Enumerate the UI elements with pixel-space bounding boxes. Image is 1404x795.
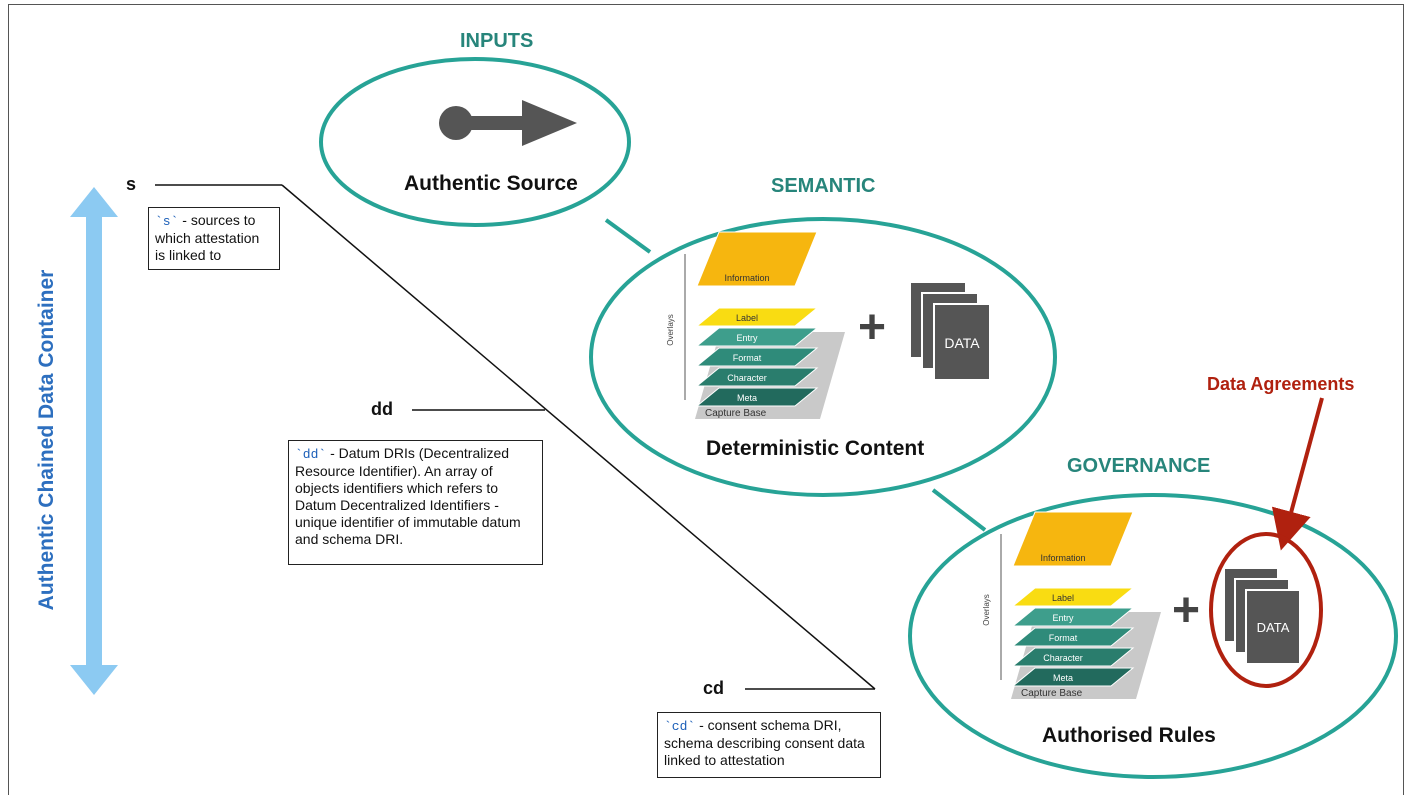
note-text: - sources to which attestation is linked… xyxy=(155,212,260,263)
source-arrow-icon xyxy=(439,100,577,146)
capture-base-label: Capture Base xyxy=(705,408,767,419)
note-text: - consent schema DRI, schema describing … xyxy=(664,717,865,768)
note-code: `s` xyxy=(155,214,179,229)
capture-base-label: Capture Base xyxy=(1021,688,1083,699)
plus-sign: + xyxy=(858,301,886,354)
overlay-layer xyxy=(1011,627,1135,647)
field-key-dd: dd xyxy=(371,399,393,419)
diagonal-line xyxy=(281,184,876,690)
overlay-layer xyxy=(1011,647,1135,667)
overlays-label: Overlays xyxy=(666,314,675,346)
overlay-layer xyxy=(1011,587,1135,607)
overlay-layer xyxy=(1012,511,1134,567)
data-label: DATA xyxy=(944,335,980,351)
note-s: `s` - sources to which attestation is li… xyxy=(148,207,280,270)
overlay-layer xyxy=(695,367,819,387)
overlay-stack-semantic: Overlays Capture Base Meta Character Forma… xyxy=(666,231,845,419)
overlay-stack-governance: Overlays Capture Base Meta Character Forma… xyxy=(982,511,1161,699)
heading-governance: GOVERNANCE xyxy=(1067,455,1211,477)
overlay-layer-label: Label xyxy=(1052,593,1074,603)
overlay-layer xyxy=(695,327,819,347)
overlay-layer xyxy=(695,307,819,327)
overlay-layer-label: Meta xyxy=(737,393,757,403)
data-agreements-label: Data Agreements xyxy=(1207,374,1355,394)
authentic-chained-data-container-label: Authentic Chained Data Container xyxy=(35,269,58,611)
overlay-layer-label: Format xyxy=(1049,633,1078,643)
title-deterministic-content: Deterministic Content xyxy=(706,437,925,460)
data-label: DATA xyxy=(1257,620,1290,635)
overlay-layer xyxy=(695,347,819,367)
vertical-double-arrow xyxy=(70,187,118,695)
plus-sign: + xyxy=(1172,584,1200,637)
note-code: `dd` xyxy=(295,447,327,462)
title-authorised-rules: Authorised Rules xyxy=(1042,724,1216,747)
data-documents-semantic: DATA xyxy=(909,281,991,381)
overlay-layer-label: Meta xyxy=(1053,673,1073,683)
note-dd: `dd` - Datum DRIs (Decentralized Resourc… xyxy=(288,440,543,565)
overlay-layer-label: Information xyxy=(1040,553,1085,563)
heading-semantic: SEMANTIC xyxy=(771,175,876,197)
overlay-layer-label: Information xyxy=(724,273,769,283)
overlay-layer-label: Entry xyxy=(1052,613,1074,623)
note-code: `cd` xyxy=(664,719,696,734)
connector-semantic-governance xyxy=(931,488,987,532)
overlay-layer-label: Entry xyxy=(736,333,758,343)
ellipse-inputs xyxy=(319,57,631,227)
field-key-cd: cd xyxy=(703,678,725,698)
overlay-layer xyxy=(1011,607,1135,627)
heading-inputs: INPUTS xyxy=(460,30,534,52)
overlays-label: Overlays xyxy=(982,594,991,626)
overlay-layer xyxy=(696,231,818,287)
overlay-layer-label: Format xyxy=(733,353,762,363)
note-cd: `cd` - consent schema DRI, schema descri… xyxy=(657,712,881,778)
overlay-layer-label: Label xyxy=(736,313,758,323)
connector-inputs-semantic xyxy=(604,218,652,254)
note-text: - Datum DRIs (Decentralized Resource Ide… xyxy=(295,445,521,547)
data-agreements-highlight xyxy=(1209,532,1323,688)
overlay-layer xyxy=(1011,667,1135,687)
data-agreements-arrow xyxy=(1271,397,1324,551)
field-key-s: s xyxy=(126,174,137,194)
overlay-layer-label: Character xyxy=(1043,653,1083,663)
overlay-layer xyxy=(695,387,819,407)
overlay-layer-label: Character xyxy=(727,373,767,383)
data-documents-governance: DATA xyxy=(1223,567,1301,665)
title-authentic-source: Authentic Source xyxy=(404,172,578,195)
